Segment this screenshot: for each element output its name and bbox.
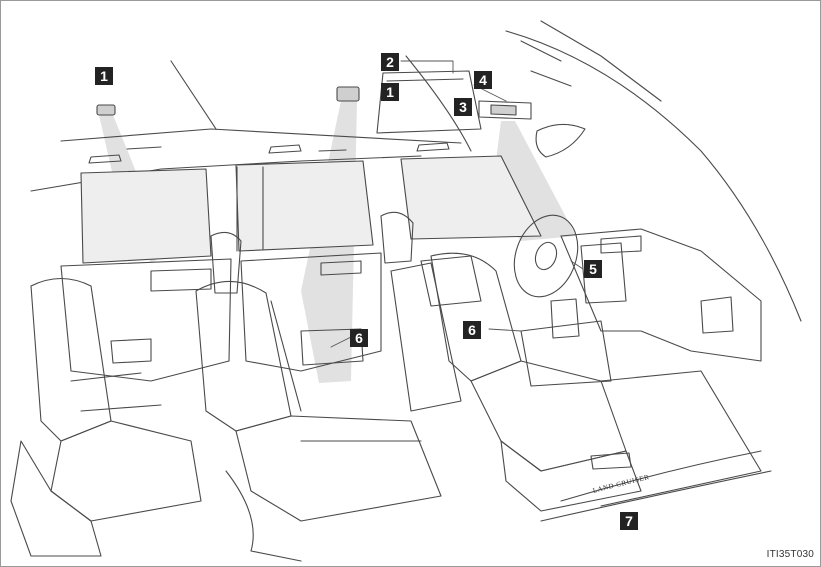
callout-2-sunroof: 2 xyxy=(381,53,399,71)
side-windows xyxy=(80,155,542,264)
grab-handles xyxy=(88,142,450,164)
figure-code: ITI35T030 xyxy=(766,549,814,560)
second-row-seats xyxy=(195,231,442,562)
callout-6-rear-door-light: 6 xyxy=(350,329,368,347)
dome-light-center xyxy=(336,86,360,102)
callout-5-dashboard: 5 xyxy=(584,260,602,278)
callout-6-front-door-light: 6 xyxy=(463,321,481,339)
dashboard xyxy=(513,214,762,387)
third-row-seats xyxy=(10,278,202,557)
callout-1-front-dome-light: 1 xyxy=(381,83,399,101)
sunroof-outline xyxy=(376,70,482,134)
door-panels xyxy=(60,252,482,382)
callout-3-personal-lights: 3 xyxy=(454,98,472,116)
callout-4-overhead: 4 xyxy=(474,71,492,89)
front-seats xyxy=(380,211,642,512)
overhead-console xyxy=(478,40,586,158)
callout-7-sill-plate: 7 xyxy=(620,512,638,530)
roof-outline xyxy=(30,20,802,322)
dome-light-rear xyxy=(96,104,116,116)
floor-and-sill xyxy=(540,370,772,522)
callout-1-rear-dome-light: 1 xyxy=(95,67,113,85)
